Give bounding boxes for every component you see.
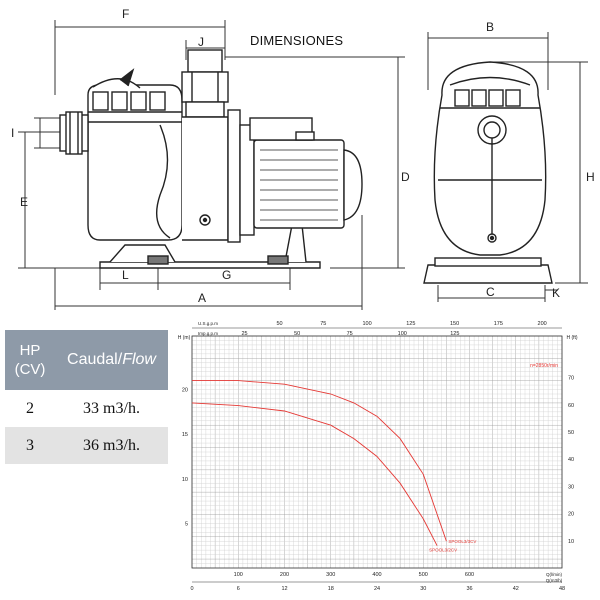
hp-cell: 2 [26,399,34,417]
specs-header: HP (CV) Caudal/Flow [5,330,168,390]
dim-label-b: B [486,20,495,34]
top2-tick-label: 25 [242,331,248,337]
bottom2-tick-label: 12 [281,586,287,592]
drawing-title: DIMENSIONES [250,33,344,48]
chart-grid [191,335,563,569]
speed-label: n=2850r/min [530,363,558,369]
left-axis-label: H (m) [178,335,191,341]
series-line-2 [191,402,438,546]
dim-label-c: C [486,285,495,299]
right-tick-label: 20 [568,512,574,518]
bottom-tick-label: 300 [326,572,335,578]
bottom2-tick-label: 18 [328,586,334,592]
right-tick-label: 40 [568,457,574,463]
top1-tick-label: 175 [494,321,503,327]
dim-label-k: K [552,286,561,300]
left-tick-label: 20 [182,388,188,394]
right-axis-label: H (ft) [566,335,577,341]
flow-cell: 36 m3/h. [83,436,140,454]
dim-label-a: A [198,291,207,305]
right-tick-label: 30 [568,484,574,490]
top1-tick-label: 50 [276,321,282,327]
dim-label-h: H [586,170,595,184]
left-tick-label: 5 [185,521,188,527]
series-line-1 [192,380,447,542]
left-tick-label: 10 [182,477,188,483]
bottom-axis-label: Q(l/min) [546,572,562,577]
right-tick-label: 60 [568,403,574,409]
flow-cell: 33 m3/h. [83,399,140,417]
right-tick-label: 10 [568,539,574,545]
top2-tick-label: 100 [398,331,407,337]
bottom2-tick-label: 36 [466,586,472,592]
series-label: SPOOL3/3CV [448,539,476,544]
top1-tick-label: 100 [362,321,371,327]
bottom-tick-label: 500 [419,572,428,578]
plot-frame [191,335,563,569]
bottom2-tick-label: 0 [190,586,193,592]
dim-label-g: G [222,268,232,282]
top2-tick-label: 125 [450,331,459,337]
chart-series: SPOOL3/3CV SPOOL3/2CV [191,380,476,553]
hp-cell: 3 [26,436,34,454]
bottom2-tick-label: 6 [237,586,240,592]
table-row: 2 33 m3/h. [5,390,168,427]
flow-header-en: Flow [122,351,156,368]
hp-header-line1: HP [19,342,41,359]
right-tick-label: 70 [568,376,574,382]
bottom2-tick-label: 30 [420,586,426,592]
top1-tick-label: 75 [320,321,326,327]
dim-label-e: E [20,195,29,209]
pump-front-view [423,61,553,284]
bottom-tick-label: 200 [280,572,289,578]
dim-label-j: J [198,35,204,49]
top1-tick-label: 200 [538,321,547,327]
pump-side-view [59,49,363,269]
dimension-drawing [18,20,588,310]
series-label: SPOOL3/2CV [429,548,457,553]
top2-tick-label: 50 [294,331,300,337]
hp-header: HP (CV) [5,341,55,379]
flow-header: Caudal/Flow [55,351,168,369]
bottom-tick-label: 100 [234,572,243,578]
bottom-tick-label: 400 [372,572,381,578]
flow-header-es: Caudal/ [67,351,123,368]
bottom-tick-label: 600 [465,572,474,578]
bottom2-tick-label: 48 [559,586,565,592]
dim-label-d: D [401,170,410,184]
left-tick-label: 15 [182,432,188,438]
hp-header-line2: (CV) [14,361,46,378]
top2-tick-label: 75 [347,331,353,337]
top-axis-2-label: Imp.g.p.m [198,331,218,336]
bottom2-tick-label: 42 [513,586,519,592]
top1-tick-label: 125 [406,321,415,327]
specs-table: HP (CV) Caudal/Flow 2 33 m3/h. 3 36 m3/h… [5,330,168,464]
right-tick-label: 50 [568,430,574,436]
top1-tick-label: 150 [450,321,459,327]
dim-label-i: I [11,126,15,140]
table-row: 3 36 m3/h. [5,427,168,464]
dim-label-f: F [122,7,130,21]
bottom-axis-2-label: Q(m3/h) [546,578,563,583]
dim-label-l: L [122,268,129,282]
top-axis-1-label: U.S.g.p.m [198,321,218,326]
bottom2-tick-label: 24 [374,586,380,592]
